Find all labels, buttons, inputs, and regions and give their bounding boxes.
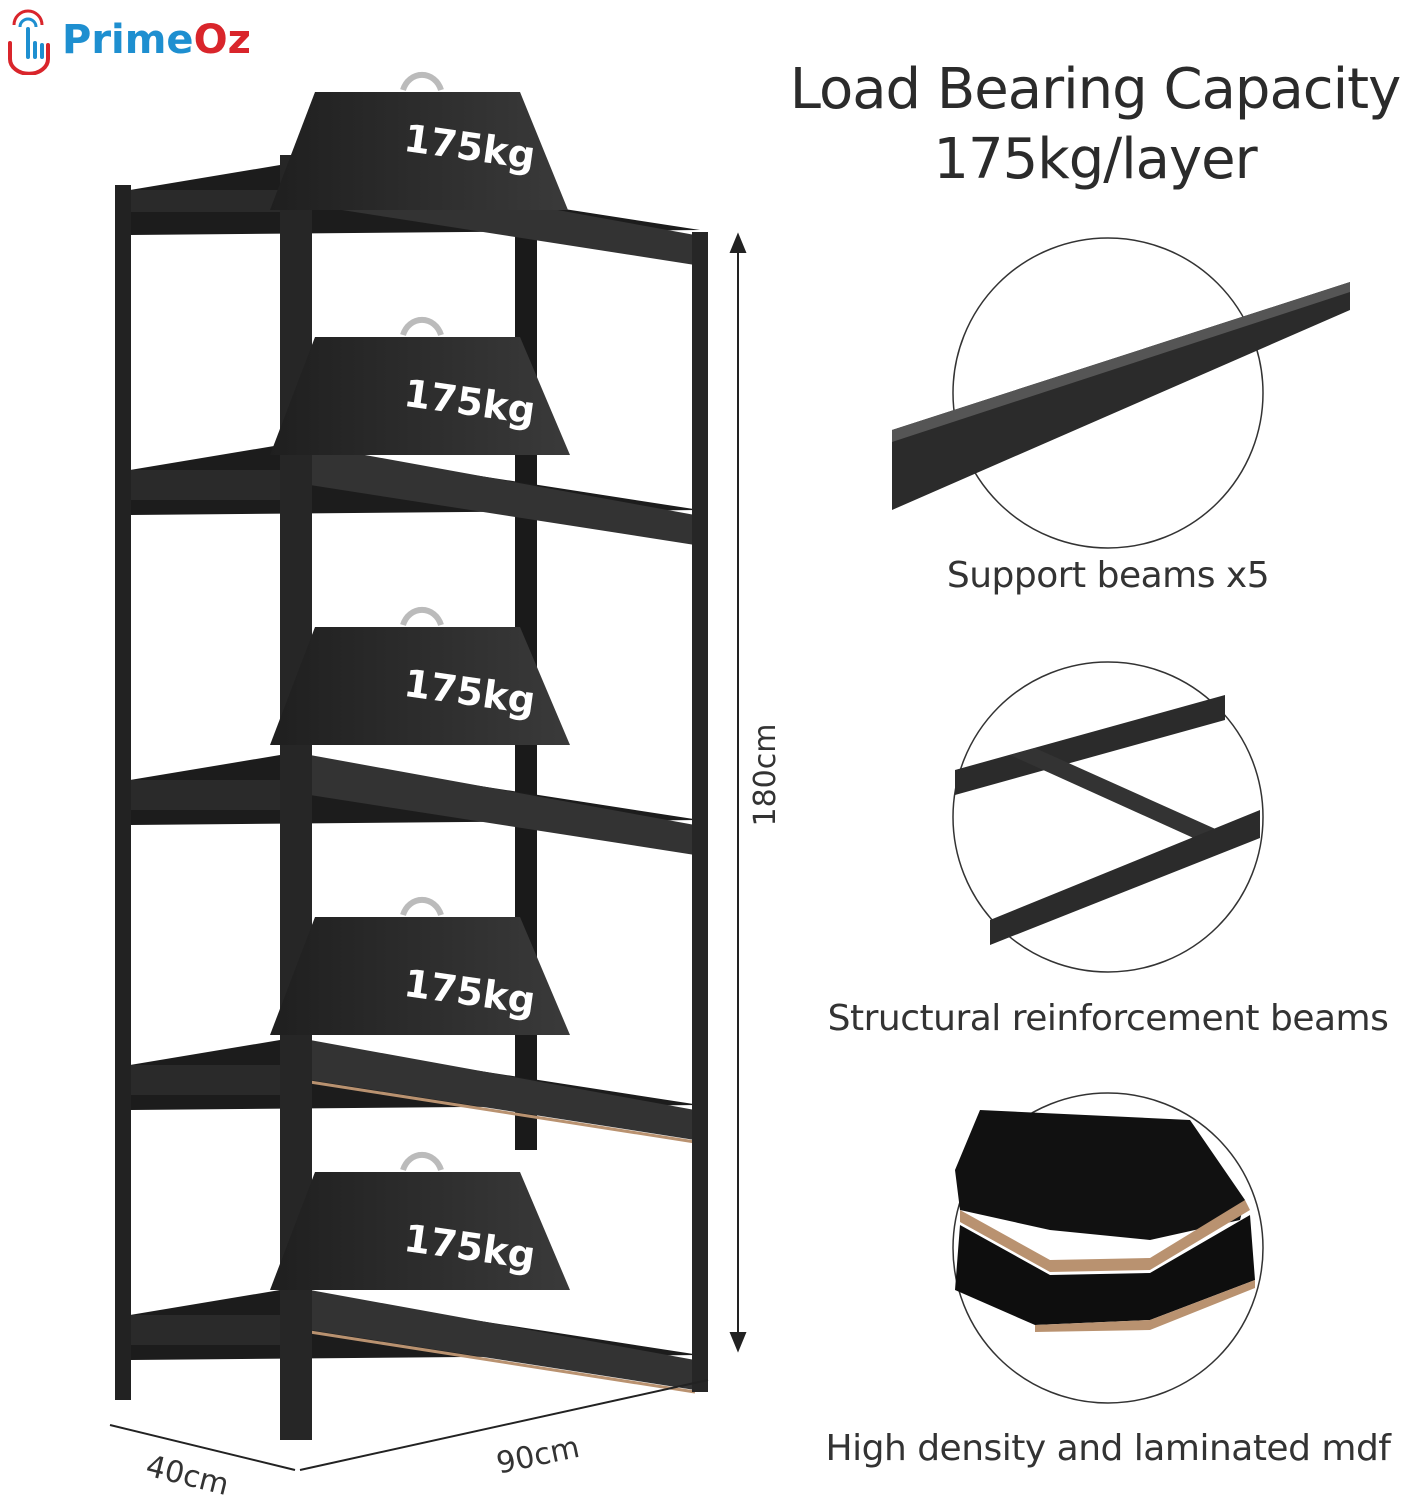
feature-caption-mdf: High density and laminated mdf [825,1428,1391,1469]
headline-line1: Load Bearing Capacity [789,57,1401,122]
height-dimension-line [729,232,747,1353]
mdf-board-detail [952,1092,1264,1404]
height-label: 180cm [748,724,783,827]
reinforcement-beam-detail [952,661,1264,973]
brand-logo: PrimeOz [4,4,251,76]
shelf-layer [130,445,700,545]
brand-name-prime: Prime [62,17,194,63]
headline: Load Bearing Capacity 175kg/layer [760,55,1404,195]
weight-block: 175kg [270,71,568,210]
depth-label: 40cm [142,1449,232,1500]
shelf-layer [130,1290,700,1394]
weight-block: 175kg [270,896,570,1035]
hand-touch-icon [8,9,50,75]
headline-line2: 175kg/layer [933,127,1257,192]
front-right-post [692,232,708,1392]
shelf-illustration: 175kg 175kg 175kg 175kg 175kg 180cm 90cm… [109,71,783,1500]
weight-block: 175kg [270,1151,570,1290]
weight-block: 175kg [270,316,570,455]
brand-name-oz: Oz [193,17,251,63]
shelf-layer [130,755,700,855]
feature-caption-reinforcement: Structural reinforcement beams [827,998,1389,1039]
weight-block: 175kg [270,606,570,745]
feature-caption-support-beams: Support beams x5 [946,555,1270,596]
shelf-layer [130,1040,700,1144]
front-left-post [115,185,131,1400]
width-label: 90cm [493,1430,582,1482]
depth-dimension-line [109,1424,296,1471]
support-beam-detail [892,237,1350,549]
width-dimension-line [299,1379,709,1471]
